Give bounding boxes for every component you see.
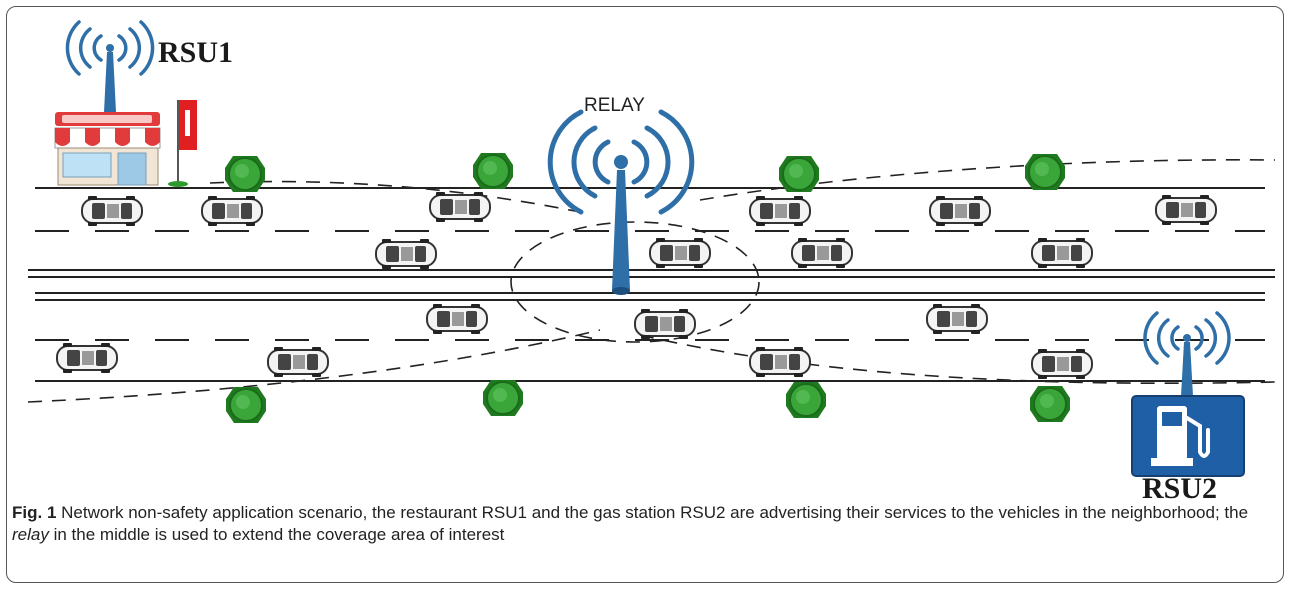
car-icon (929, 195, 991, 227)
figure-frame (6, 6, 1284, 583)
figure-label: Fig. 1 (12, 503, 57, 522)
tree-icon (472, 152, 514, 190)
car-icon (791, 237, 853, 269)
car-icon (56, 342, 118, 374)
car-icon (1031, 237, 1093, 269)
tree-icon (1029, 385, 1071, 423)
rsu2-antenna-icon (1143, 311, 1231, 396)
car-icon (201, 195, 263, 227)
car-icon (749, 346, 811, 378)
network-scenario-diagram: RSU1 RELAY (27, 20, 1276, 500)
vehicles (56, 191, 1217, 380)
figure-caption: Fig. 1 Network non-safety application sc… (12, 502, 1274, 546)
tree-icon (225, 386, 267, 424)
tree-icon (778, 155, 820, 193)
car-icon (1155, 194, 1217, 226)
car-icon (429, 191, 491, 223)
caption-text-start: Network non-safety application scenario,… (61, 503, 1249, 522)
car-icon (426, 303, 488, 335)
caption-relay-word: relay (12, 525, 49, 544)
car-icon (634, 308, 696, 340)
car-icon (1031, 348, 1093, 380)
car-icon (649, 237, 711, 269)
car-icon (81, 195, 143, 227)
car-icon (375, 238, 437, 270)
car-icon (926, 303, 988, 335)
car-icon (749, 195, 811, 227)
tree-icon (1024, 153, 1066, 191)
flag-icon (168, 100, 197, 187)
tree-icon (785, 381, 827, 419)
relay-antenna-icon (547, 109, 695, 295)
tree-icon (224, 155, 266, 193)
relay-label: RELAY (584, 95, 645, 116)
caption-text-end: in the middle is used to extend the cove… (53, 525, 505, 544)
car-icon (267, 346, 329, 378)
rsu1-label: RSU1 (158, 36, 233, 69)
restaurant-icon (54, 112, 161, 186)
rsu1-antenna-icon (65, 20, 155, 112)
tree-icon (482, 379, 524, 417)
gas-station-icon (1131, 395, 1245, 477)
rsu2-label: RSU2 (1142, 472, 1217, 500)
